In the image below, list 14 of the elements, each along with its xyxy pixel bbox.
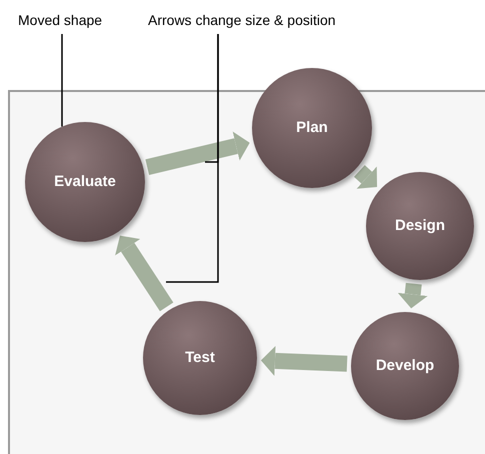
callout-text: Arrows change size & position	[148, 10, 336, 30]
block-arrow	[260, 346, 348, 376]
circle-label: Develop	[376, 356, 434, 376]
circle-label: Test	[185, 348, 215, 368]
leader-line	[61, 34, 63, 127]
circle-label: Design	[394, 216, 445, 236]
block-arrow	[354, 165, 378, 189]
block-arrow	[398, 282, 428, 308]
circle-label: Plan	[296, 118, 328, 138]
callout-text: Moved shape	[18, 10, 102, 30]
block-arrow	[115, 236, 174, 312]
leader-line	[166, 34, 219, 283]
block-arrow	[145, 131, 250, 175]
circle-label: Evaluate	[54, 172, 116, 192]
